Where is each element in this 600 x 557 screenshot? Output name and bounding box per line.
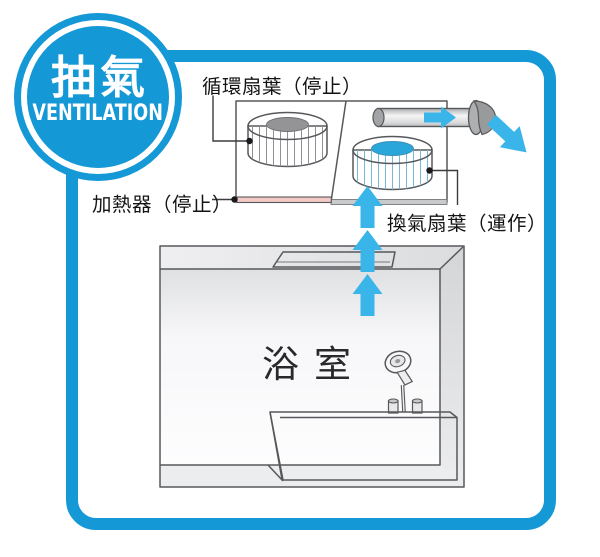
- ventilation-unit: [235, 100, 448, 205]
- bathtub: [269, 411, 458, 481]
- label-circulation-fan: 循環扇葉（停止）: [202, 75, 363, 98]
- circulation-fan: [247, 111, 328, 168]
- leader-exhaust-fan: [426, 167, 459, 205]
- right-arrow-icon: [424, 106, 456, 129]
- ventilation-badge-inner: 抽氣 VENTILATION: [21, 20, 175, 174]
- exhaust-fan: [352, 135, 433, 191]
- unit-partition-line: [330, 100, 347, 203]
- floor-corner-line: [267, 464, 284, 482]
- bathroom-right-wall: [440, 247, 463, 486]
- label-heater: 加熱器（停止）: [92, 193, 233, 216]
- shower-head: [384, 350, 414, 386]
- bathroom-interior: [160, 269, 441, 465]
- duct-vent-cap: [467, 99, 497, 136]
- bathroom-outline: [159, 245, 465, 488]
- ceiling-corner-line: [439, 246, 464, 270]
- faucet-right: [411, 398, 423, 414]
- bathroom: [159, 245, 465, 488]
- up-arrow-icon: [352, 186, 383, 228]
- down-right-arrow-icon: [487, 114, 527, 153]
- badge-title-zh: 抽氣: [50, 51, 149, 105]
- bathroom-ceiling: [160, 246, 464, 269]
- heater-element: [236, 196, 332, 204]
- shower-hose: [400, 384, 406, 413]
- label-exhaust-fan: 換氣扇葉（運作）: [387, 212, 548, 235]
- faucet-left: [387, 398, 399, 414]
- leader-circulation-fan: [212, 95, 253, 145]
- room-label: 浴室: [262, 343, 366, 386]
- ventilation-badge: 抽氣 VENTILATION: [14, 13, 182, 181]
- unit-base-strip: [330, 199, 448, 205]
- duct-pipe: [372, 106, 474, 129]
- leader-heater: [212, 196, 238, 203]
- up-arrow-icon: [352, 274, 383, 316]
- bathroom-inner-lines: [160, 268, 441, 466]
- badge-title-en: VENTILATION: [32, 100, 164, 126]
- up-arrow-icon: [352, 230, 383, 272]
